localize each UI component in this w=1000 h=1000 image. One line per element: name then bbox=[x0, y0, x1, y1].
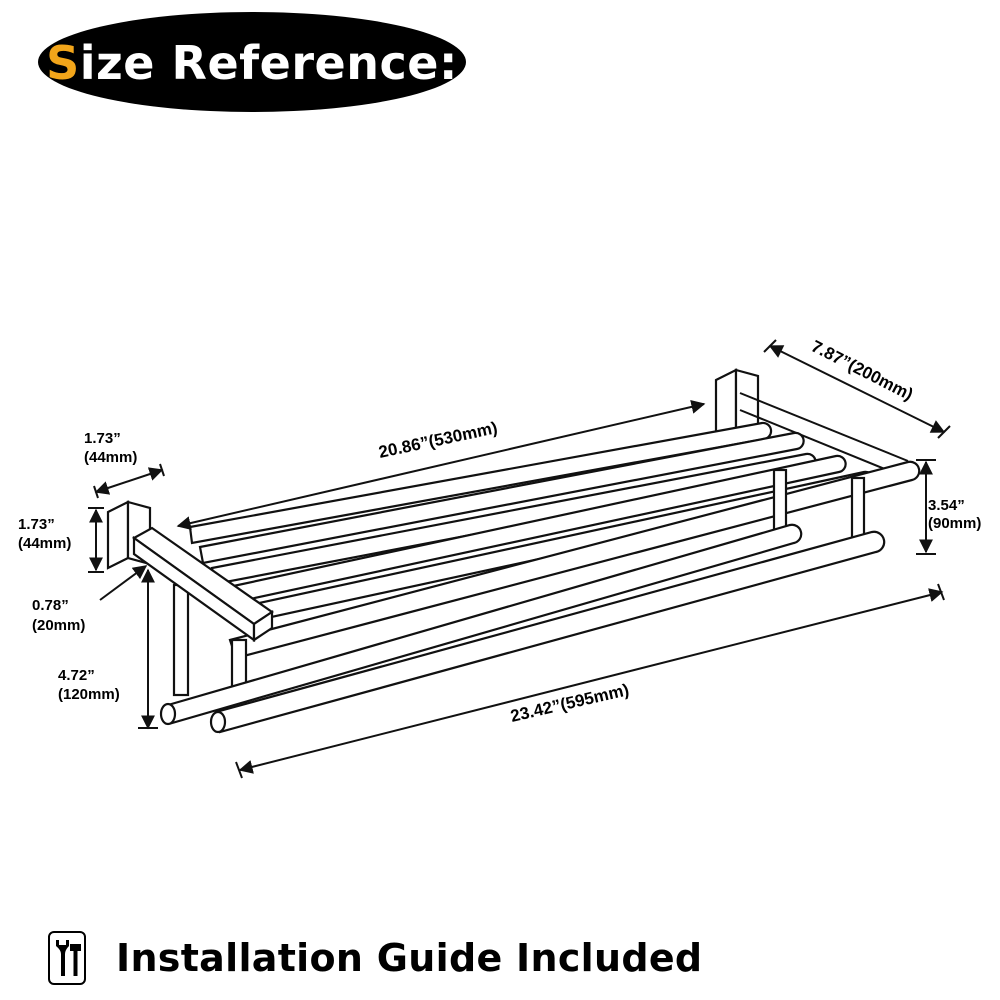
installation-guide-text: Installation Guide Included bbox=[116, 936, 703, 980]
overall-length-dimension-line bbox=[238, 588, 944, 774]
installation-guide-banner: Installation Guide Included bbox=[48, 928, 702, 988]
title-rest: ize Reference bbox=[79, 36, 439, 90]
rail-drop-inch-label: 3.54” bbox=[928, 497, 965, 514]
mount-height-mm-label: (44mm) bbox=[18, 535, 71, 552]
title-badge: Size Reference: bbox=[38, 12, 466, 112]
bar-thickness-leader bbox=[99, 565, 148, 601]
bar-thickness-mm-label: (20mm) bbox=[32, 617, 85, 634]
shelf-length-dimension-line bbox=[176, 400, 706, 530]
mount-width-inch-label: 1.73” bbox=[84, 430, 121, 447]
title-first-letter: S bbox=[46, 36, 80, 90]
depth-dimension-line bbox=[768, 345, 946, 433]
wrench-hammer-icon bbox=[48, 931, 86, 985]
near-side-arm bbox=[131, 526, 274, 643]
depth-label: 7.87”(200mm) bbox=[808, 337, 916, 405]
bar-thickness-inch-label: 0.78” bbox=[32, 597, 69, 614]
rail-drop-mm-label: (90mm) bbox=[928, 515, 981, 532]
dimension-lines bbox=[88, 339, 951, 779]
total-height-mm-label: (120mm) bbox=[58, 686, 120, 703]
title-text: Size Reference: bbox=[38, 36, 466, 90]
mount-width-dimension-line bbox=[94, 467, 164, 495]
mount-height-inch-label: 1.73” bbox=[18, 516, 55, 533]
title-colon: : bbox=[438, 36, 458, 90]
total-height-inch-label: 4.72” bbox=[58, 667, 95, 684]
mount-width-mm-label: (44mm) bbox=[84, 449, 137, 466]
